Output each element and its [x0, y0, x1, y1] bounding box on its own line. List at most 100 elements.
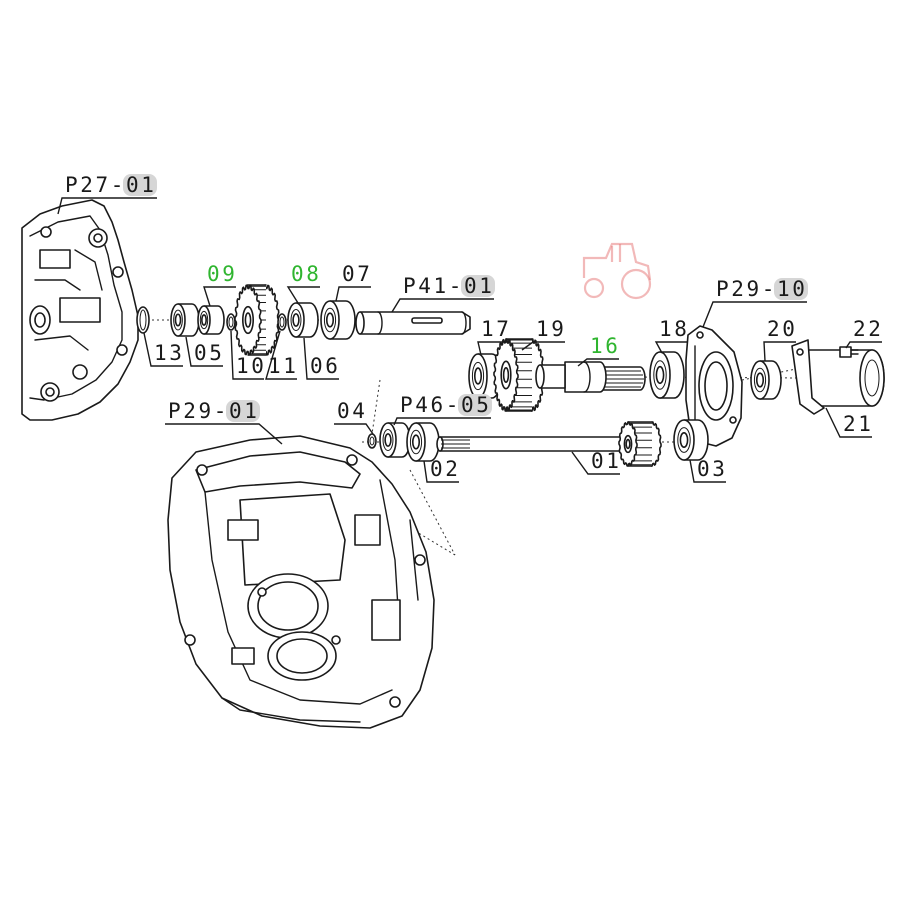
leader-10 — [230, 330, 264, 380]
label-suffix-shade — [461, 275, 495, 297]
bearing-08-bore — [292, 313, 300, 327]
callout-13: 13 — [143, 332, 185, 367]
label-17: 17 — [481, 317, 512, 341]
leader-21 — [825, 407, 872, 438]
callout-18: 18 — [654, 317, 688, 354]
gear-outline — [247, 284, 267, 356]
housing-p29-01 — [167, 435, 435, 729]
gear-19-bore — [502, 366, 510, 383]
gear-shaft-01-bore — [625, 438, 631, 450]
label-suffix-shade — [458, 394, 492, 416]
label-20: 20 — [767, 317, 798, 341]
callout-01: 01 — [571, 449, 622, 475]
leader-08 — [286, 286, 320, 304]
ring-13 — [136, 306, 150, 334]
callout-08: 08 — [286, 262, 322, 304]
leader-p27-01 — [57, 197, 157, 215]
callout-02: 02 — [423, 457, 461, 483]
label-10: 10 — [236, 354, 267, 378]
bearing-p46-05-bore — [384, 433, 392, 447]
bearing-02-bore — [411, 434, 421, 450]
callout-06: 06 — [303, 337, 341, 380]
callout-21: 21 — [825, 407, 872, 438]
gear-shaft-01-outline — [627, 421, 653, 467]
callout-p27-01: P27-01 — [57, 173, 157, 215]
bearing-03-bore — [679, 431, 689, 448]
washer-11 — [277, 313, 287, 331]
leader-09 — [203, 286, 236, 307]
leader-02 — [423, 460, 459, 483]
leader-p46-05 — [393, 417, 491, 426]
callout-07: 07 — [335, 262, 373, 302]
callout-17: 17 — [477, 317, 512, 356]
bearing-03-inner-race — [677, 427, 691, 453]
label-09: 09 — [207, 262, 238, 286]
label-suffix-shade — [123, 174, 157, 196]
callout-p29-10: P29-10 — [702, 277, 808, 328]
leader-03 — [689, 459, 726, 483]
callout-p41-01: P41-01 — [391, 274, 495, 313]
seal-20-inner-race — [753, 367, 767, 393]
leader-p29-10 — [702, 301, 807, 328]
insertion-line-b — [409, 469, 456, 556]
bearing-05-inner-race — [173, 309, 183, 331]
bearing-p46-05-inner-race — [382, 428, 394, 452]
callout-19: 19 — [521, 317, 567, 351]
cap-21 — [791, 339, 885, 415]
label-06: 06 — [310, 354, 341, 378]
leader-05 — [185, 336, 223, 367]
bolt-22 — [839, 346, 859, 358]
bearing-08 — [287, 302, 319, 338]
seal-20 — [750, 360, 782, 400]
callout-20: 20 — [763, 317, 798, 362]
label-07: 07 — [342, 262, 373, 286]
callout-11: 11 — [265, 330, 297, 380]
gear-19-outline — [505, 338, 533, 412]
leader-04 — [334, 423, 374, 435]
label-02: 02 — [430, 457, 461, 481]
label-16: 16 — [590, 334, 621, 358]
callout-16: 16 — [577, 334, 621, 367]
callout-22: 22 — [845, 317, 884, 349]
watermark-tractor-icon — [582, 242, 652, 300]
bearing-18 — [649, 351, 685, 399]
callout-03: 03 — [689, 457, 728, 483]
bearing-17-inner-race — [471, 361, 485, 391]
ring-04 — [367, 433, 377, 449]
leader-16 — [577, 358, 619, 367]
leader-p41-01 — [391, 298, 494, 313]
gear-19 — [493, 338, 545, 412]
label-08: 08 — [291, 262, 322, 286]
bearing-07-bore — [325, 312, 335, 328]
bearing-03 — [673, 419, 709, 461]
leader-p29-01 — [165, 423, 283, 445]
seal-20-bore — [755, 372, 765, 388]
bearing-08-inner-race — [290, 308, 302, 332]
spacer-09 — [197, 305, 225, 335]
label-03: 03 — [697, 457, 728, 481]
leader-06 — [303, 337, 339, 380]
spacer-09-inner-race — [199, 310, 209, 330]
label-22: 22 — [853, 317, 884, 341]
label-suffix-shade — [774, 278, 808, 300]
gear-bore — [244, 312, 252, 328]
label-p29-10: P29-10 — [716, 277, 807, 301]
label-13: 13 — [154, 341, 185, 365]
callout-10: 10 — [230, 330, 267, 380]
callout-p29-01: P29-01 — [165, 399, 283, 445]
leader-18 — [654, 341, 688, 354]
label-01: 01 — [591, 449, 622, 473]
leader-22 — [845, 341, 882, 349]
insertion-line-a — [371, 379, 381, 435]
shaft-p41-01 — [355, 311, 471, 335]
label-19: 19 — [536, 317, 567, 341]
leader-19 — [521, 341, 565, 351]
bearing-02 — [406, 422, 440, 462]
bearing-02-inner-race — [409, 429, 423, 455]
cover-p29-10 — [685, 325, 743, 447]
bearing-p46-05 — [379, 422, 411, 458]
leader-01 — [571, 451, 620, 475]
bearing-18-inner-race — [653, 360, 667, 390]
bearing-18-bore — [655, 365, 665, 385]
